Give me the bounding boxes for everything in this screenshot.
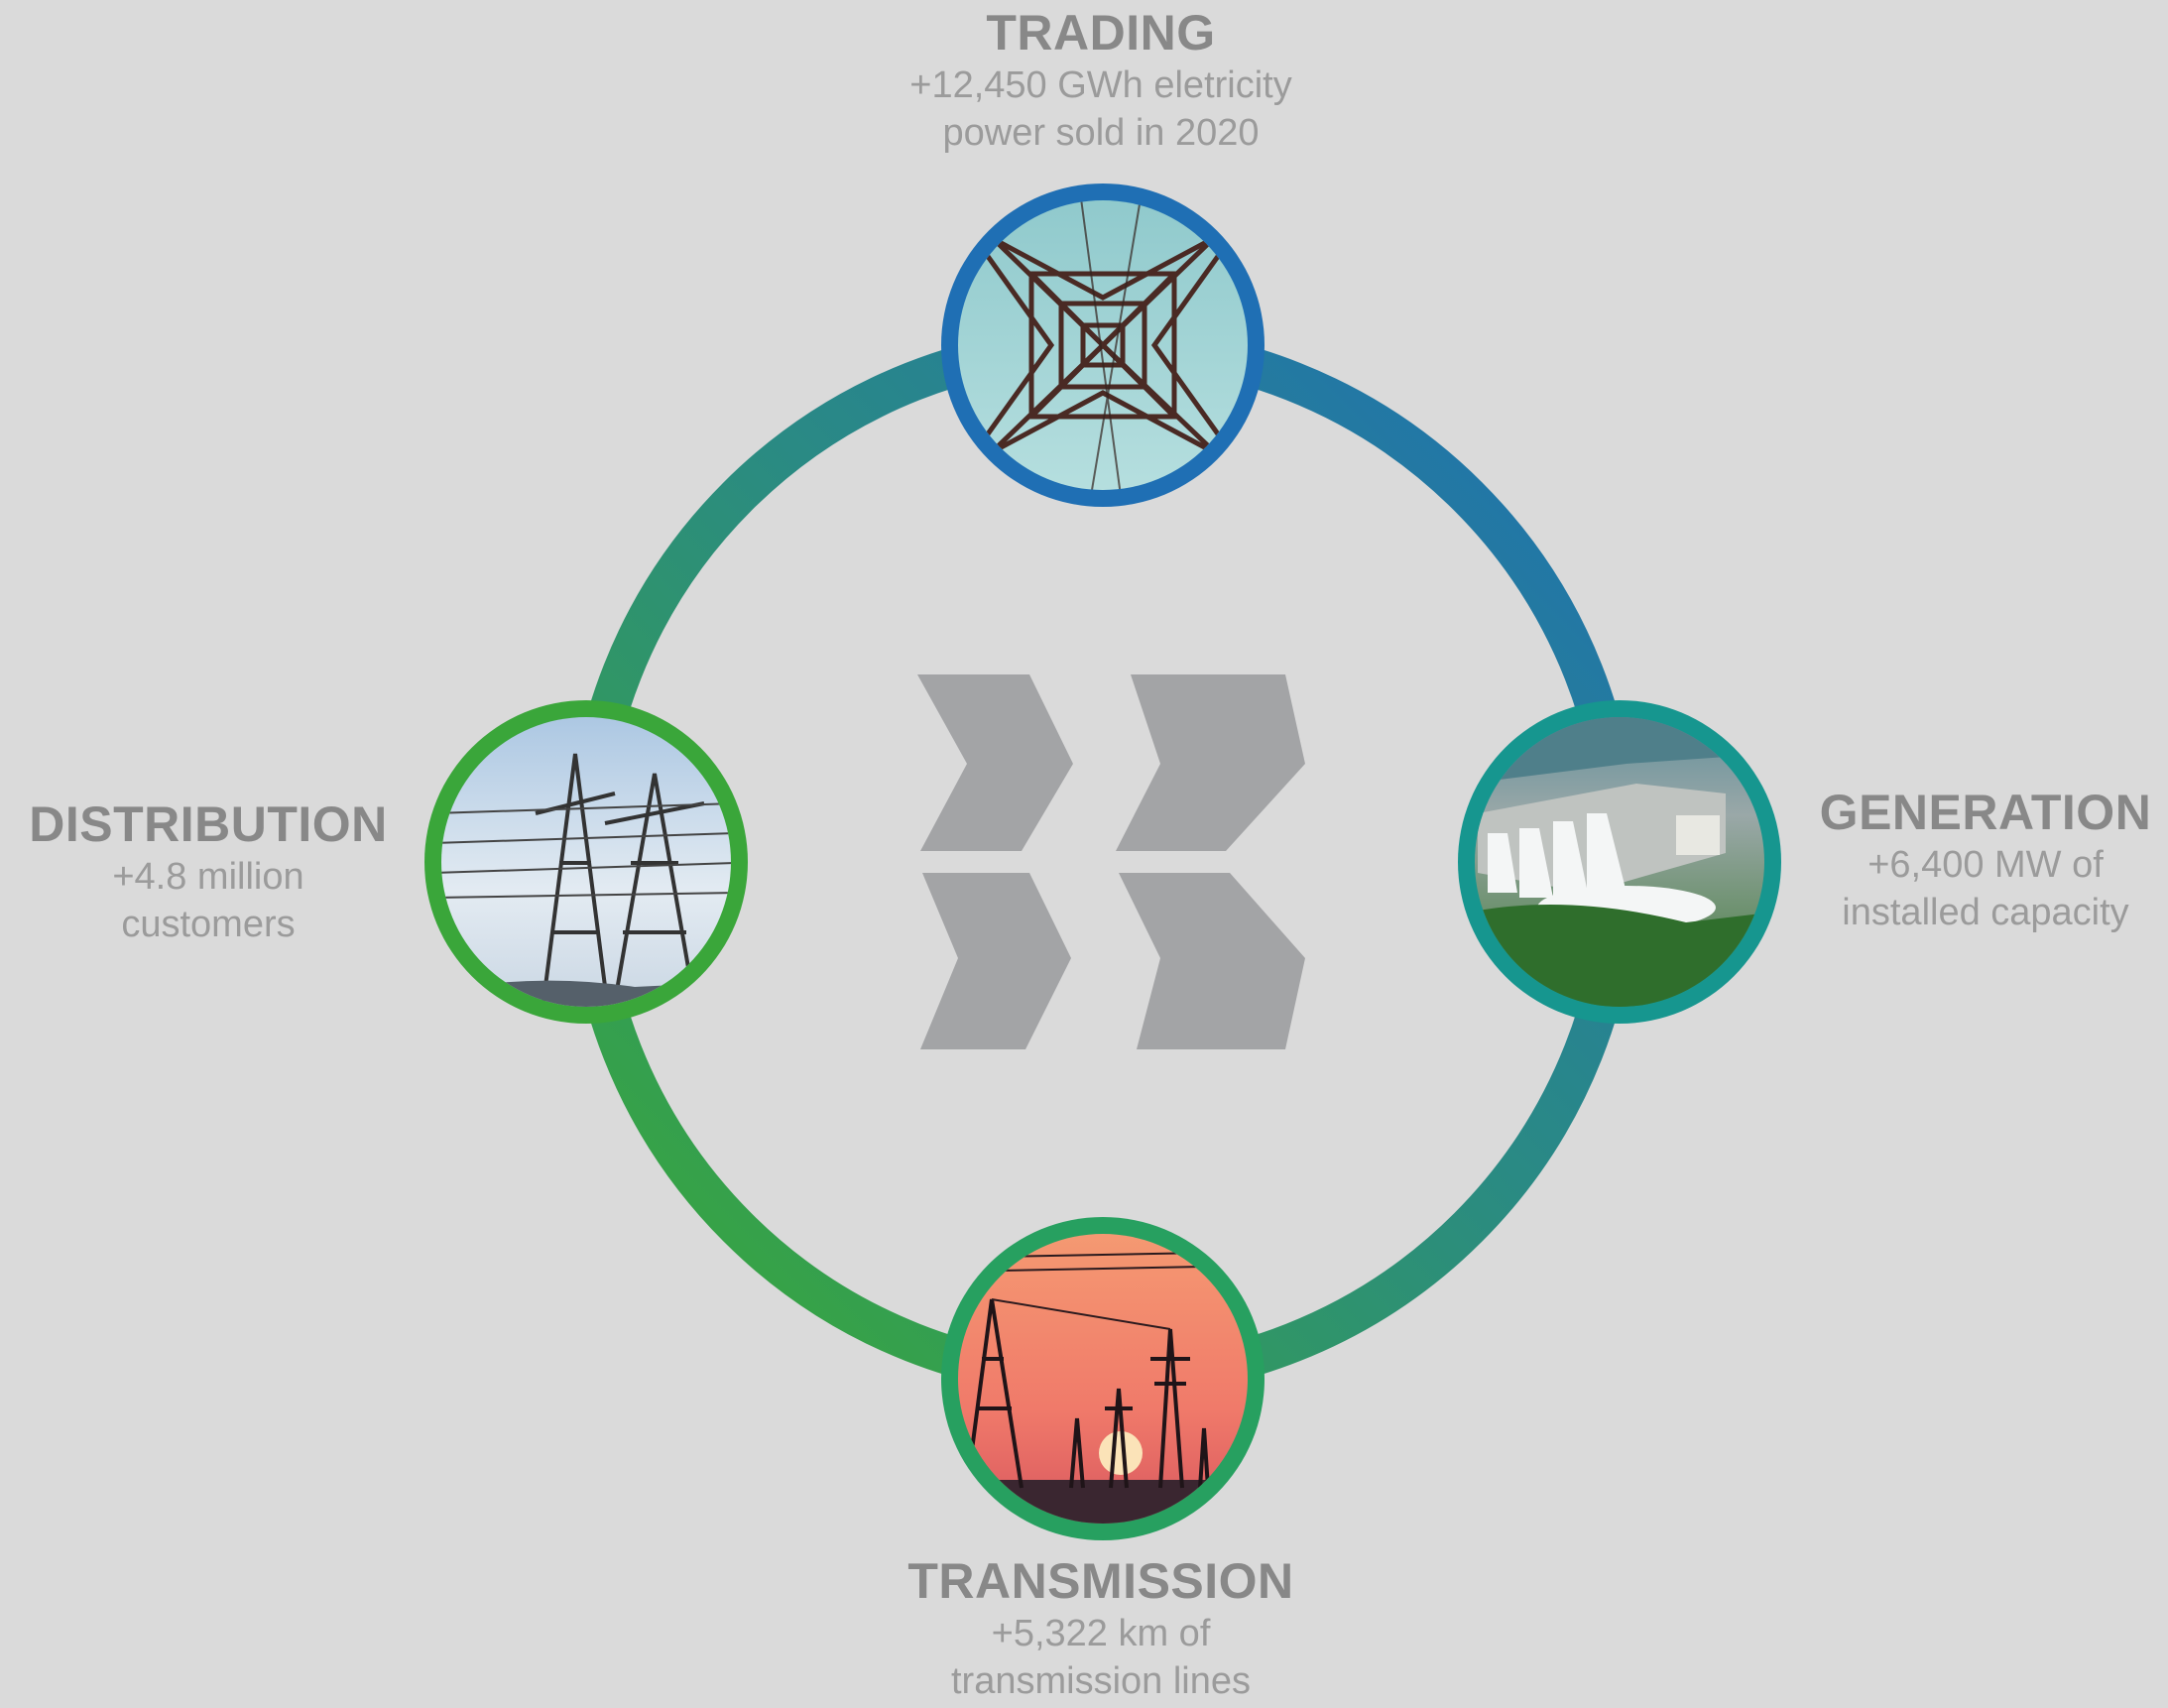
trading-label: TRADING +12,450 GWh eletricity power sol…: [774, 4, 1428, 157]
transmission-title: TRANSMISSION: [907, 1553, 1294, 1609]
hydroelectric-dam-photo: [1475, 717, 1764, 1007]
company-logo-icon: [917, 674, 1305, 1049]
distribution-desc-line1: +4.8 million: [112, 856, 304, 898]
distribution-label: DISTRIBUTION +4.8 million customers: [0, 795, 417, 948]
generation-node: [1458, 700, 1781, 1024]
transmission-desc-line1: +5,322 km of: [991, 1613, 1211, 1654]
power-pylons-sky-photo: [441, 717, 731, 1007]
transmission-tower-upward-view-photo: [958, 200, 1248, 490]
transmission-node: [941, 1217, 1265, 1540]
generation-label: GENERATION +6,400 MW of installed capaci…: [1785, 784, 2168, 936]
generation-title: GENERATION: [1819, 785, 2152, 840]
trading-node: [941, 183, 1265, 507]
generation-desc-line2: installed capacity: [1842, 892, 2129, 933]
trading-desc-line2: power sold in 2020: [942, 112, 1260, 154]
distribution-title: DISTRIBUTION: [29, 796, 388, 852]
trading-desc-line1: +12,450 GWh eletricity: [909, 64, 1292, 106]
distribution-desc-line2: customers: [121, 904, 296, 945]
transmission-label: TRANSMISSION +5,322 km of transmission l…: [793, 1552, 1408, 1705]
transmission-desc-line2: transmission lines: [951, 1660, 1251, 1702]
distribution-node: [424, 700, 748, 1024]
trading-title: TRADING: [986, 5, 1216, 61]
generation-desc-line1: +6,400 MW of: [1867, 844, 2104, 886]
